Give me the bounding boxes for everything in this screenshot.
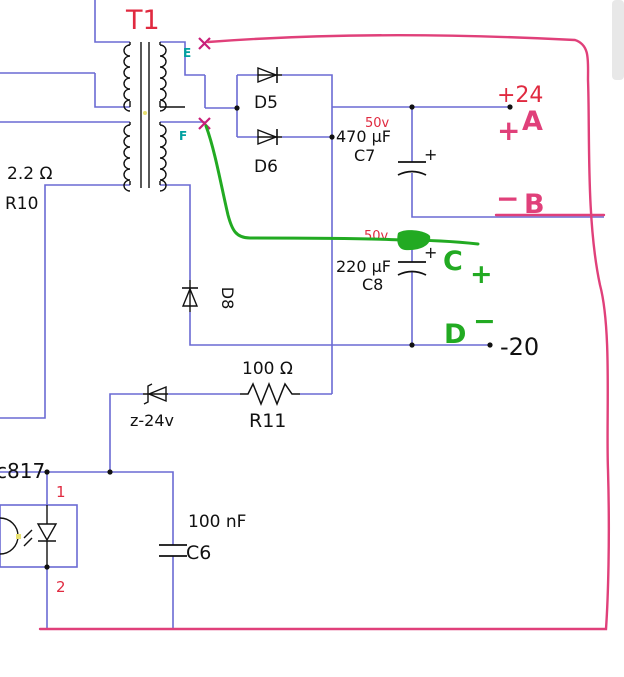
terminal-e-label: E bbox=[183, 46, 191, 60]
pin2-label: 2 bbox=[56, 578, 66, 596]
zener-diode bbox=[143, 383, 168, 405]
r11-label: R11 bbox=[249, 410, 286, 432]
c6-label: C6 bbox=[186, 542, 211, 564]
d8-label: D8 bbox=[218, 287, 237, 310]
capacitor-c8 bbox=[397, 261, 427, 276]
c8-voltage: 50v bbox=[364, 229, 389, 244]
optocoupler-led bbox=[0, 505, 58, 567]
annotation-b: B bbox=[524, 189, 545, 220]
resistor-r11 bbox=[240, 381, 300, 407]
junction-dot bbox=[234, 105, 240, 111]
c7-plus: + bbox=[424, 145, 437, 164]
annotation-d: D bbox=[444, 319, 466, 350]
c8-label: C8 bbox=[362, 275, 383, 294]
junction-dot bbox=[409, 342, 415, 348]
c6-value: 100 nF bbox=[188, 512, 246, 532]
d6-label: D6 bbox=[254, 157, 278, 177]
junction-dot bbox=[44, 469, 50, 475]
annotation-b-minus: − bbox=[496, 182, 519, 215]
optocoupler-label: c817 bbox=[0, 459, 45, 483]
cross-mark-icon bbox=[198, 117, 211, 130]
annotation-c-plus: + bbox=[470, 259, 493, 290]
annotation-c: C bbox=[443, 246, 463, 277]
green-blob bbox=[397, 230, 431, 251]
c7-value: 470 µF bbox=[336, 127, 391, 146]
d5-label: D5 bbox=[254, 93, 278, 113]
junction-dot bbox=[107, 469, 113, 475]
diode-d8 bbox=[181, 280, 199, 312]
r11-value: 100 Ω bbox=[242, 359, 293, 379]
annotation-a-plus: + bbox=[497, 114, 520, 147]
winding-dot bbox=[143, 111, 147, 115]
scrollbar[interactable] bbox=[612, 0, 624, 80]
c8-value: 220 µF bbox=[336, 257, 391, 276]
pin1-label: 1 bbox=[56, 483, 66, 501]
c7-label: C7 bbox=[354, 146, 375, 165]
cross-mark-icon bbox=[198, 37, 211, 50]
wires bbox=[0, 0, 604, 630]
vplus-label: +24 bbox=[497, 83, 543, 108]
vminus-label: -20 bbox=[500, 333, 539, 361]
r10-label: R10 bbox=[5, 194, 38, 214]
transformer-t1 bbox=[123, 42, 185, 192]
terminal-f-label: F bbox=[179, 129, 187, 143]
optocoupler-marker bbox=[16, 534, 21, 539]
c8-plus: + bbox=[424, 243, 437, 262]
junction-dot bbox=[329, 134, 335, 140]
terminal-dot bbox=[487, 342, 493, 348]
c7-voltage: 50v bbox=[365, 116, 390, 131]
junction-dot bbox=[409, 104, 415, 110]
terminal-dot bbox=[507, 104, 513, 110]
r10-value: 2.2 Ω bbox=[7, 164, 52, 184]
zener-label: z-24v bbox=[130, 411, 174, 430]
annotation-d-minus: − bbox=[473, 306, 496, 337]
capacitor-c6 bbox=[159, 544, 187, 557]
annotation-a: A bbox=[522, 106, 543, 137]
pink-outline-annotation bbox=[38, 34, 611, 631]
diode-d6 bbox=[257, 128, 282, 146]
diode-d5 bbox=[257, 66, 282, 84]
capacitor-c7 bbox=[397, 161, 427, 176]
t1-label: T1 bbox=[125, 5, 160, 36]
